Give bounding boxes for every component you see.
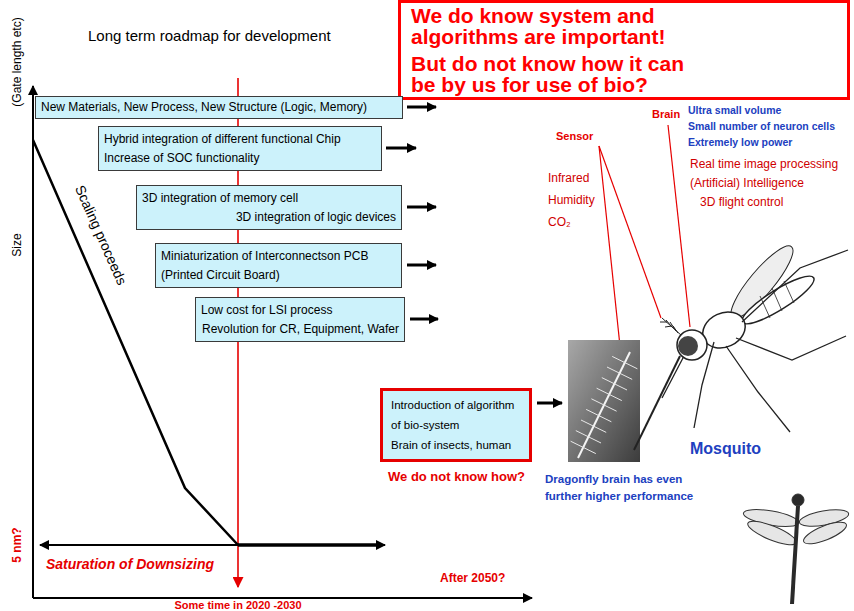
mosquito-drawing [634,356,680,450]
roadmap-box: 3D integration of memory cell3D integrat… [136,185,402,230]
saturation-arrow [238,543,376,547]
time-label: Some time in 2020 -2030 [174,600,301,611]
box-text: Miniaturization of Interconnectson PCB [161,247,396,266]
diagram-title: Long term roadmap for development [88,27,331,44]
box-text: But do not know how it can be by us for … [411,53,701,95]
mosquito-drawing [694,250,848,432]
bio-box: Introduction of algorithm of bio-systemB… [380,388,532,462]
dragonfly-drawing [742,494,850,604]
limit-label: 5 nm? [11,527,25,562]
antenna-photo [568,340,640,462]
axes [32,86,34,598]
trend-label: Scaling proceeds [72,183,130,288]
mosquito-drawing [677,330,707,360]
function-item: Real time image processing [690,158,838,172]
dragonfly-drawing [792,494,804,506]
box-text: 3D integration of memory cell [142,189,396,208]
continuation-arrows [386,147,416,150]
antenna-photo [571,356,638,453]
figure-caption: Mosquito [690,440,761,458]
continuation-arrows [537,402,562,405]
mosquito-drawing [737,269,819,330]
mosquito-drawing [662,356,684,398]
roadmap-box: Hybrid integration of different function… [98,126,382,171]
box-text: New Materials, New Process, New Structur… [41,98,397,117]
feature-note: Ultra small volume [688,104,781,116]
continuation-arrows [407,206,436,209]
function-item: 3D flight control [700,196,783,210]
box-text: We do know system and algorithms are imp… [411,5,701,47]
function-item: (Artificial) Intelligence [690,177,804,191]
note-box: We do know system and algorithms are imp… [398,0,850,100]
leader-lines [668,125,690,327]
mosquito-drawing [634,239,848,450]
dragonfly-drawing [801,518,849,548]
sensor-item: CO₂ [548,216,571,230]
box-text: Hybrid integration of different function… [104,130,376,149]
leader-lines [599,146,661,318]
saturation-arrow [40,545,385,546]
sensor-item: Humidity [548,194,595,208]
roadmap-box: New Materials, New Process, New Structur… [35,96,403,119]
time-label: After 2050? [440,572,505,586]
dragonfly-drawing [792,506,798,604]
question-note: We do not know how? [388,470,525,485]
continuation-arrows [386,107,562,403]
saturation-label: Saturation of Downsizing [46,556,214,572]
dragonfly-note: Dragonfly brain has even further higher … [545,471,705,506]
mosquito-drawing [678,336,698,356]
axis-title: Size [11,233,25,256]
box-text: Revolution for CR, Equipment, Wafer [201,320,399,339]
antenna-photo [568,340,640,462]
box-text: Increase of SOC functionality [104,149,376,168]
continuation-arrows [407,264,436,267]
leader-lines [599,125,690,346]
box-text: (Printed Circuit Board) [161,266,396,285]
mosquito-drawing [660,318,682,336]
feature-note: Extremely low power [688,136,792,148]
box-text: Low cost for LSI process [201,301,399,320]
continuation-arrows [407,106,436,109]
part-label: Brain [652,108,680,121]
box-text: Brain of insects, human [391,435,521,455]
axis-title: (Gate length etc) [11,17,25,106]
dragonfly-drawing [745,517,798,549]
sensor-item: Infrared [548,172,589,186]
mosquito-drawing [760,281,794,318]
feature-note: Small number of neuron cells [688,120,835,132]
axes [33,86,532,598]
roadmap-box: Miniaturization of Interconnectson PCB(P… [155,243,402,288]
continuation-arrows [410,318,438,321]
box-text: Introduction of algorithm of bio-system [391,395,521,435]
saturation-arrow [40,544,385,546]
box-text: 3D integration of logic devices [142,208,396,227]
part-label: Sensor [556,130,593,143]
roadmap-box: Low cost for LSI processRevolution for C… [195,297,405,342]
